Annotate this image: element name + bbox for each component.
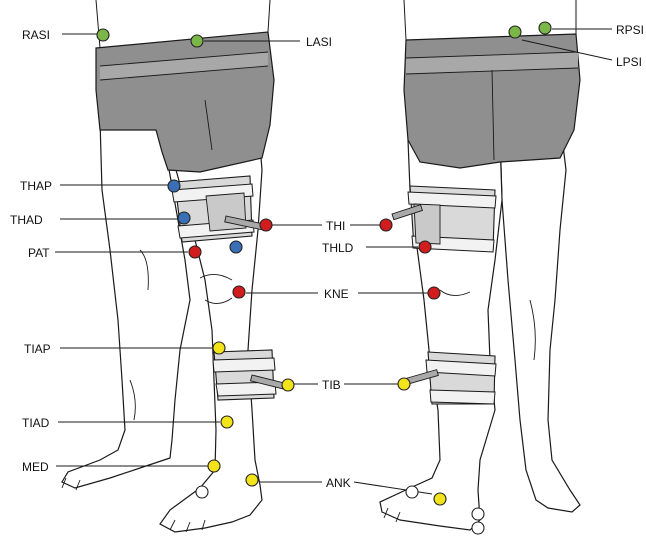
marker-thap xyxy=(168,180,180,192)
label-ank: ANK xyxy=(326,476,351,490)
front-standing-leg xyxy=(62,120,190,488)
marker-lpsi xyxy=(509,26,521,38)
label-thad: THAD xyxy=(10,213,43,227)
label-tiad: TIAD xyxy=(22,416,50,430)
front-figure xyxy=(62,0,285,532)
label-lasi: LASI xyxy=(306,35,332,49)
marker-ank-back xyxy=(434,493,446,505)
marker-ank-front xyxy=(246,474,258,486)
label-rasi: RASI xyxy=(22,28,50,42)
marker-rasi xyxy=(97,29,109,41)
marker-heel-back-3 xyxy=(472,522,484,534)
marker-thad xyxy=(178,212,190,224)
marker-thi-back xyxy=(380,219,392,231)
marker-thi-front xyxy=(260,219,272,231)
marker-tib-front xyxy=(282,379,294,391)
label-med: MED xyxy=(22,460,49,474)
marker-pat xyxy=(189,246,201,258)
marker-tib-back xyxy=(398,378,410,390)
marker-kne-front xyxy=(233,286,245,298)
label-thld: THLD xyxy=(322,241,354,255)
label-pat: PAT xyxy=(28,246,50,260)
marker-kne-back xyxy=(428,287,440,299)
label-thap: THAP xyxy=(20,179,52,193)
back-figure xyxy=(380,0,580,530)
marker-thld-front xyxy=(230,241,242,253)
label-thi: THI xyxy=(326,219,345,233)
back-standing-leg xyxy=(500,120,580,512)
marker-rpsi xyxy=(539,22,551,34)
marker-tiap xyxy=(213,342,225,354)
label-tiap: TIAP xyxy=(24,342,51,356)
label-tib: TIB xyxy=(322,378,341,392)
marker-tiad xyxy=(221,416,233,428)
marker-heel-back-1 xyxy=(406,486,418,498)
marker-med xyxy=(208,460,220,472)
label-kne: KNE xyxy=(324,287,349,301)
marker-toe-front xyxy=(196,486,208,498)
marker-heel-back-2 xyxy=(472,508,484,520)
label-rpsi: RPSI xyxy=(616,23,644,37)
marker-lasi xyxy=(191,35,203,47)
marker-thld-back xyxy=(419,241,431,253)
label-lpsi: LPSI xyxy=(616,55,642,69)
